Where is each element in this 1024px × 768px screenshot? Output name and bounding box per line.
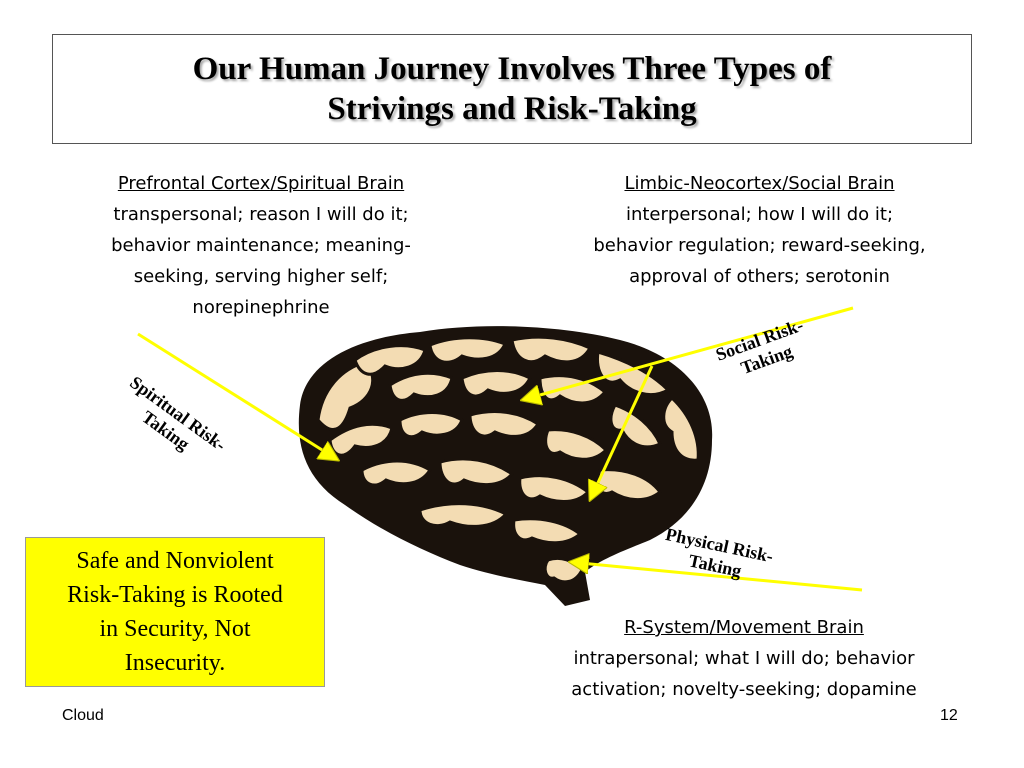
- callout-line: Safe and Nonviolent: [76, 548, 274, 574]
- rsystem-line: intrapersonal; what I will do; behavior: [573, 648, 915, 669]
- prefrontal-heading: Prefrontal Cortex/Spiritual Brain: [117, 173, 405, 194]
- rsystem-heading: R-System/Movement Brain: [624, 617, 864, 638]
- limbic-neocortex-text: Limbic-Neocortex/Social Brain interperso…: [532, 168, 987, 292]
- prefrontal-cortex-text: Prefrontal Cortex/Spiritual Brain transp…: [56, 168, 466, 323]
- callout-line: in Security, Not: [99, 616, 251, 642]
- limbic-line: interpersonal; how I will do it;: [625, 204, 894, 225]
- limbic-line: approval of others; serotonin: [629, 266, 890, 287]
- limbic-heading: Limbic-Neocortex/Social Brain: [624, 173, 895, 194]
- title-box: Our Human Journey Involves Three Types o…: [52, 34, 972, 144]
- callout-line: Risk-Taking is Rooted: [67, 582, 283, 608]
- limbic-line: behavior regulation; reward-seeking,: [593, 235, 926, 256]
- rsystem-line: activation; novelty-seeking; dopamine: [571, 679, 917, 700]
- prefrontal-line: behavior maintenance; meaning-: [111, 235, 411, 256]
- social-arrow-1: [522, 306, 854, 400]
- footer-author: Cloud: [62, 707, 104, 724]
- brain-illustration: [298, 326, 713, 606]
- callout-line: Insecurity.: [124, 650, 226, 676]
- prefrontal-line: norepinephrine: [192, 297, 330, 318]
- slide-number: 12: [940, 707, 958, 724]
- prefrontal-line: transpersonal; reason I will do it;: [113, 204, 409, 225]
- prefrontal-line: seeking, serving higher self;: [133, 266, 389, 287]
- r-system-text: R-System/Movement Brain intrapersonal; w…: [500, 612, 988, 705]
- title-line-1: Our Human Journey Involves Three Types o…: [192, 51, 832, 87]
- spiritual-arrow: [137, 332, 338, 460]
- physical-arrow: [570, 562, 863, 592]
- safe-risk-callout: Safe and Nonviolent Risk-Taking is Roote…: [25, 537, 325, 687]
- title-line-2: Strivings and Risk-Taking: [327, 91, 697, 127]
- social-arrow-2: [590, 365, 654, 500]
- arrows: [137, 306, 863, 592]
